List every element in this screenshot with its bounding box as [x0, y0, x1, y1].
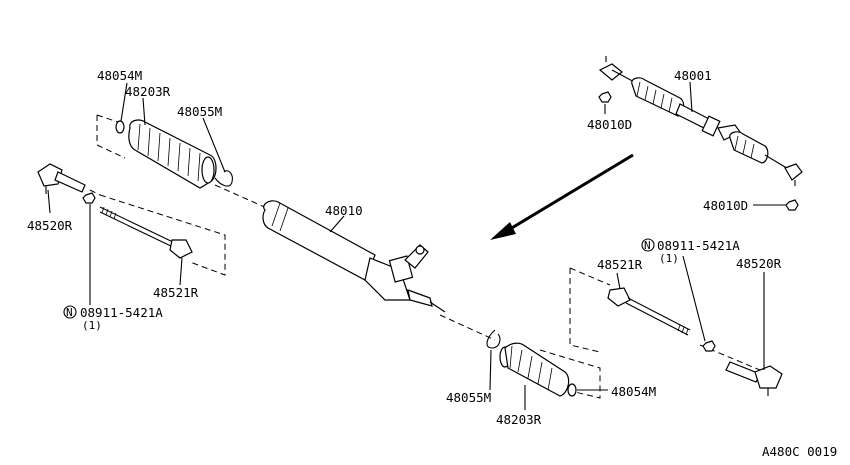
- label-08911-left-qty: (1): [82, 319, 102, 332]
- nut-08911-left: [82, 192, 96, 204]
- ring-48054m-bottom: [567, 383, 577, 397]
- reference-code: A480C 0019: [762, 444, 837, 459]
- label-08911-right-qty: (1): [659, 252, 679, 265]
- label-48520r-right: 48520R: [736, 256, 782, 271]
- boot-48203r-top: [128, 119, 217, 189]
- label-48055m-top: 48055M: [177, 104, 222, 119]
- label-48203r-bottom: 48203R: [496, 412, 542, 427]
- label-48010d-top: 48010D: [587, 117, 632, 132]
- circled-n-symbol-left: N: [66, 306, 73, 319]
- boot-48203r-bottom: [499, 342, 570, 397]
- circled-n-symbol-right: N: [644, 239, 651, 252]
- label-08911-right: N 08911-5421A (1): [641, 238, 740, 265]
- inner-tie-rod-48521r-left: [99, 206, 193, 259]
- label-48520r-left: 48520R: [27, 218, 73, 233]
- clip-48055m-top: [214, 170, 233, 187]
- label-48010d-right: 48010D: [703, 198, 748, 213]
- ring-48054m-top: [115, 120, 125, 134]
- label-48203r-top: 48203R: [125, 84, 171, 99]
- label-48054m-top: 48054M: [97, 68, 142, 83]
- label-08911-left-code: 08911-5421A: [80, 305, 163, 320]
- label-48521r-right: 48521R: [597, 257, 643, 272]
- steering-rack-48010: [262, 200, 446, 313]
- inner-tie-rod-48521r-right: [607, 287, 691, 336]
- tie-rod-end-48520r-right: [725, 361, 783, 396]
- label-48054m-bottom: 48054M: [611, 384, 656, 399]
- label-48010: 48010: [325, 203, 363, 218]
- label-48521r-left: 48521R: [153, 285, 199, 300]
- nut-48010d-top: [598, 91, 612, 103]
- nut-08911-right: [702, 340, 716, 352]
- rack-assembly-48001: [598, 56, 803, 186]
- label-08911-right-code: 08911-5421A: [657, 238, 740, 253]
- label-48055m-bottom: 48055M: [446, 390, 491, 405]
- label-08911-left: N 08911-5421A (1): [63, 305, 163, 332]
- clip-48055m-bottom: [486, 329, 501, 349]
- part-labels: 48054M 48203R 48055M 48001 48010D 48010D…: [27, 68, 837, 459]
- tie-rod-end-48520r-left: [37, 163, 86, 194]
- label-48001: 48001: [674, 68, 712, 83]
- leader-lines: [47, 81, 786, 410]
- nut-48010d-right: [785, 199, 799, 211]
- direction-arrow: [490, 153, 634, 240]
